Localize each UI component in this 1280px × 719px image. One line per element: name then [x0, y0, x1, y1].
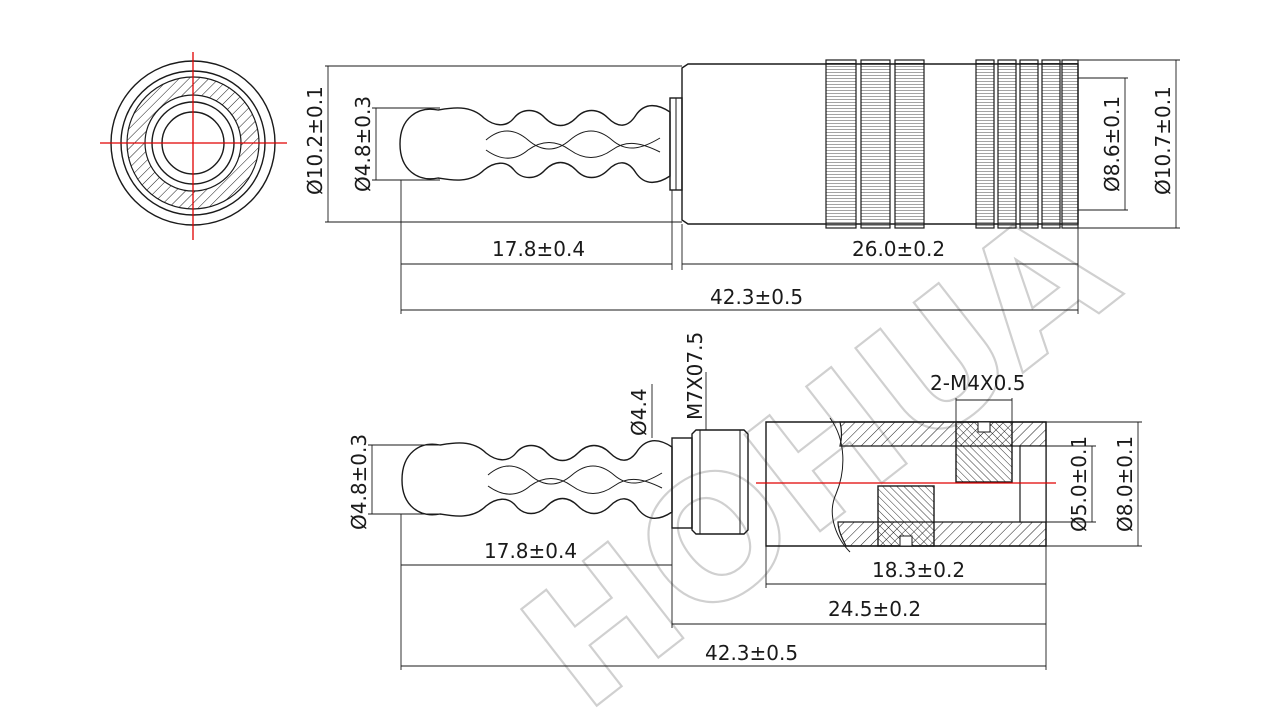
dim-section-thread: M7X07.5 [683, 332, 707, 420]
section-break-line [829, 417, 851, 553]
section-lower-wall [837, 521, 1047, 547]
watermark: HOHUA [487, 169, 1150, 719]
dim-section-bore-diameter: Ø5.0±0.1 [1046, 436, 1096, 532]
dim-label: Ø5.0±0.1 [1067, 436, 1091, 532]
dim-top-grip-diameter: Ø8.6±0.1 [1078, 77, 1128, 211]
dim-label: 2-M4X0.5 [930, 371, 1025, 395]
section-pin-outline [401, 439, 673, 520]
dim-top-body-diameter: Ø10.2±0.1 [303, 65, 682, 223]
section-pin-inner-wave [487, 465, 663, 485]
top-view: Ø10.2±0.1 Ø4.8±0.3 Ø8.6±0.1 Ø10.7±0.1 [303, 59, 1180, 314]
dim-label: Ø8.0±0.1 [1113, 436, 1137, 532]
dim-top-pin-length: 17.8±0.4 [401, 237, 672, 265]
dim-section-sleeve-diameter: Ø8.0±0.1 [1046, 421, 1142, 547]
dim-label: M7X07.5 [683, 332, 707, 420]
end-view [100, 52, 287, 240]
dim-label: 24.5±0.2 [828, 597, 921, 621]
dim-label: 26.0±0.2 [852, 237, 945, 261]
dim-section-overall-length: 42.3±0.5 [401, 641, 1046, 667]
dim-section-bore-length: 18.3±0.2 [766, 558, 1046, 585]
watermark-text: HOHUA [489, 170, 1150, 719]
section-upper-wall [839, 421, 1047, 447]
section-bore-end [1019, 445, 1047, 523]
dim-top-pin-diameter: Ø4.8±0.3 [351, 96, 440, 192]
dim-section-body-length: 24.5±0.2 [672, 597, 1046, 625]
dim-label: 42.3±0.5 [705, 641, 798, 665]
grip-ring [975, 59, 995, 229]
dim-label: Ø4.4 [627, 388, 651, 436]
top-pin-outline [399, 104, 671, 184]
dim-label: 18.3±0.2 [872, 558, 965, 582]
dim-label: 17.8±0.4 [492, 237, 585, 261]
section-pin-inner-wave-2 [487, 478, 663, 495]
grip-ring [997, 59, 1017, 229]
screw-slot [899, 535, 913, 547]
dim-label: 17.8±0.4 [484, 539, 577, 563]
top-grip-rings-left [825, 59, 925, 229]
dim-label: Ø8.6±0.1 [1100, 96, 1124, 192]
section-thread [691, 429, 749, 535]
dim-section-set-screws: 2-M4X0.5 [930, 371, 1025, 422]
dim-top-body-length: 26.0±0.2 [682, 237, 1078, 265]
top-grip-rings-right [975, 59, 1079, 229]
grip-ring [860, 59, 891, 229]
dim-section-pin-length: 17.8±0.4 [401, 539, 672, 566]
screw-slot [977, 421, 991, 433]
top-pin-inner-wave-2 [485, 142, 661, 159]
section-view: Ø4.8±0.3 Ø4.4 M7X07.5 2-M4X0.5 Ø5.0±0.1 … [347, 332, 1142, 670]
dim-section-pin-diameter: Ø4.8±0.3 [347, 434, 442, 530]
set-screw-lower [877, 485, 935, 547]
grip-ring [1061, 59, 1079, 229]
grip-ring [894, 59, 925, 229]
dim-label: Ø4.8±0.3 [347, 434, 371, 530]
dim-label: Ø10.2±0.1 [303, 86, 327, 195]
dim-top-grip-outer-diameter: Ø10.7±0.1 [1078, 59, 1180, 229]
set-screw-upper [955, 421, 1013, 483]
grip-ring [825, 59, 857, 229]
top-pin-inner-wave [485, 130, 661, 150]
dim-label: Ø10.7±0.1 [1151, 86, 1175, 195]
dim-section-neck-diameter: Ø4.4 [627, 388, 651, 436]
dim-label: Ø4.8±0.3 [351, 96, 375, 192]
dim-top-overall-length: 42.3±0.5 [401, 285, 1078, 311]
grip-ring [1019, 59, 1039, 229]
dim-label: 42.3±0.5 [710, 285, 803, 309]
grip-ring [1041, 59, 1061, 229]
